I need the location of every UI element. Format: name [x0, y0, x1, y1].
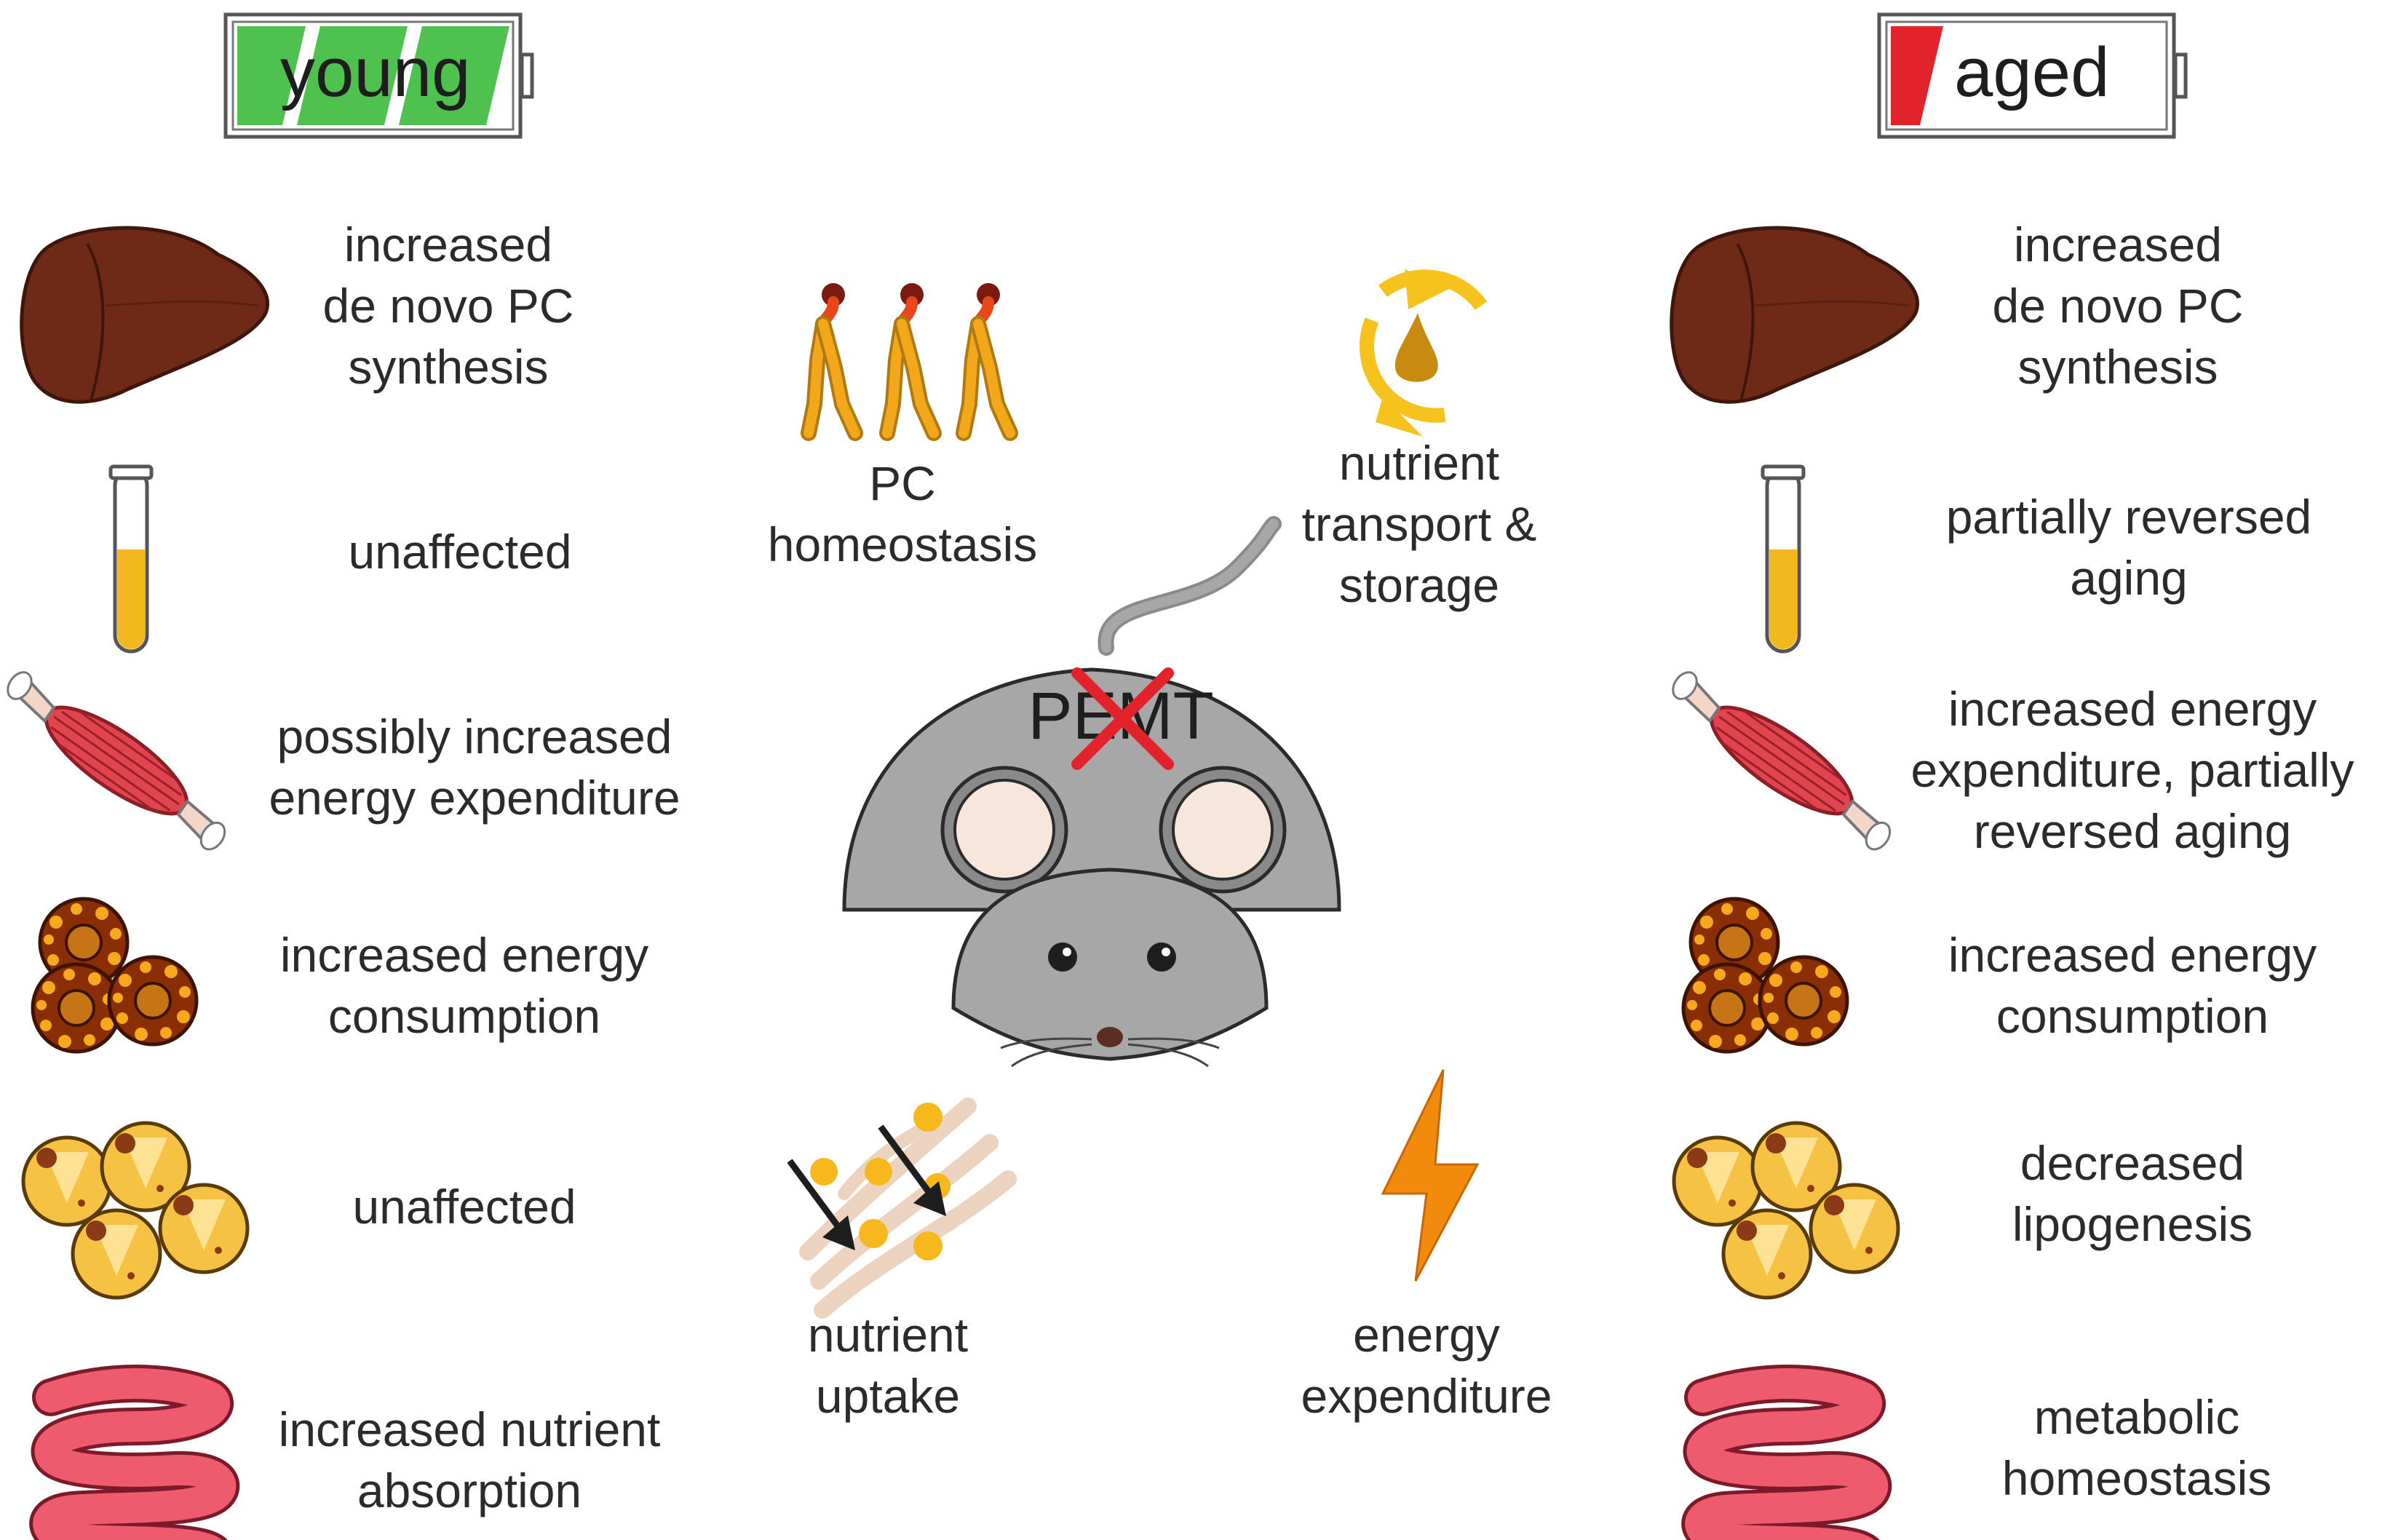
brown-fat-icon	[33, 899, 197, 1052]
liver-icon	[22, 228, 268, 402]
aged-label: aged	[1954, 33, 2110, 111]
white-fat-icon	[1674, 1123, 1898, 1298]
nutrient-uptake-icon	[787, 1098, 1017, 1319]
blood-tube-icon	[1763, 467, 1803, 651]
blood-tube-icon	[111, 467, 151, 651]
intestine-icon	[48, 1384, 221, 1540]
young-label: young	[280, 33, 471, 111]
intestine-icon	[1700, 1384, 1873, 1540]
white-fat-icon	[23, 1123, 247, 1298]
phospholipid-icon	[809, 283, 1010, 433]
lightning-icon	[1381, 1069, 1480, 1282]
left-blood-label: unaffected	[348, 525, 572, 579]
muscle-icon	[0, 662, 241, 859]
left-white-fat-label: unaffected	[352, 1180, 576, 1234]
young-battery-icon	[223, 12, 534, 139]
cross-icon	[1071, 667, 1174, 770]
recycle-droplet-icon	[1360, 269, 1488, 437]
liver-icon	[1672, 228, 1918, 402]
muscle-icon	[1657, 662, 1906, 859]
mouse-icon	[842, 516, 1341, 1068]
aged-battery-icon	[1877, 12, 2188, 139]
brown-fat-icon	[1683, 899, 1847, 1052]
